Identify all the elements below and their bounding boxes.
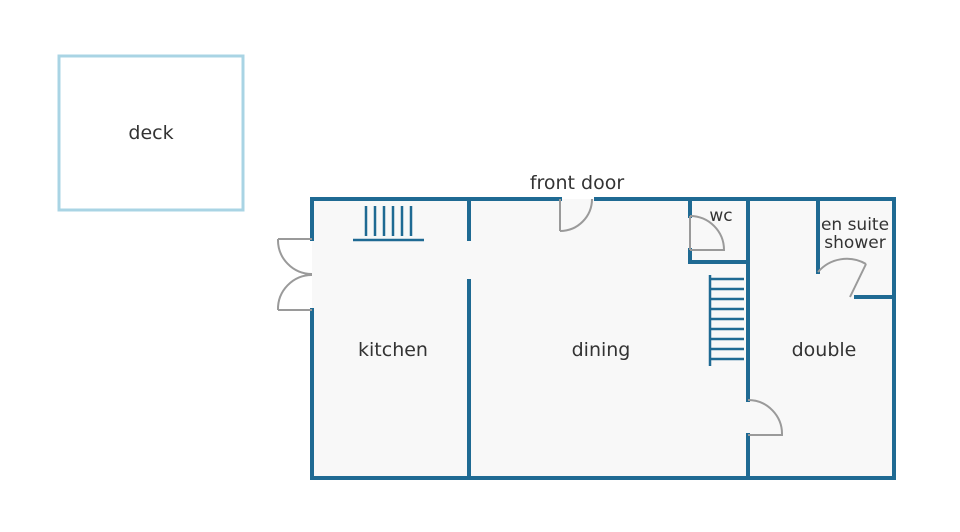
outer-walls (310, 197, 896, 480)
kitchen-back-door-icon (276, 238, 313, 311)
double-door-icon (747, 399, 784, 436)
dining-label: dining (572, 339, 631, 361)
front-door-label: front door (530, 172, 625, 194)
deck-area (57, 54, 245, 212)
front-door-icon (559, 198, 593, 232)
interior-walls (467, 197, 896, 480)
house-floor (312, 199, 894, 478)
en-suite-label: en suite (821, 215, 889, 235)
kitchen-label: kitchen (358, 339, 428, 361)
en-suite-door-icon (817, 257, 867, 298)
shower-label: shower (824, 233, 885, 253)
deck-label: deck (128, 122, 173, 144)
wc-label: wc (709, 206, 732, 226)
staircase-icon (708, 275, 744, 366)
radiator-icon (353, 206, 424, 242)
wc-door-icon (689, 215, 726, 251)
double-label: double (792, 339, 857, 361)
